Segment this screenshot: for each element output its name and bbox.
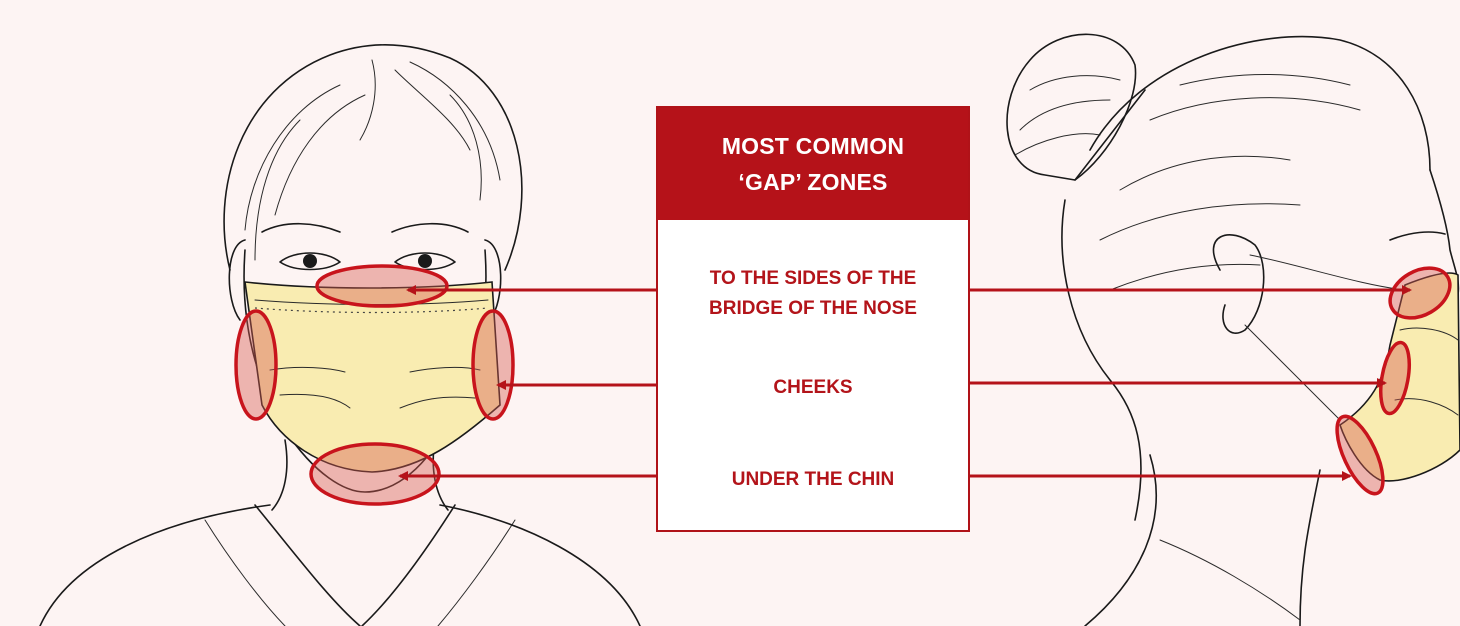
- zone-label-chin: UNDER THE CHIN: [658, 465, 968, 495]
- front-gap-cheek-left: [236, 311, 276, 419]
- zone-nose-line2: BRIDGE OF THE NOSE: [658, 294, 968, 324]
- zone-label-cheeks: CHEEKS: [658, 373, 968, 403]
- side-hair-bun: [1007, 34, 1136, 180]
- zone-nose-line1: TO THE SIDES OF THE: [658, 264, 968, 294]
- front-gap-cheek-right: [473, 311, 513, 419]
- legend-header: MOST COMMON ‘GAP’ ZONES: [658, 108, 968, 220]
- zone-label-nose: TO THE SIDES OF THE BRIDGE OF THE NOSE: [658, 264, 968, 324]
- gap-zones-legend: MOST COMMON ‘GAP’ ZONES TO THE SIDES OF …: [656, 106, 970, 532]
- front-pupil-right: [418, 254, 432, 268]
- front-eyebrow-right: [392, 224, 468, 232]
- legend-title-line1: MOST COMMON: [722, 128, 904, 164]
- front-neckline: [255, 505, 455, 626]
- side-profile-figure: [1007, 34, 1460, 626]
- front-gap-chin: [311, 444, 439, 504]
- front-eyebrow-left: [262, 224, 340, 232]
- front-face-figure: [40, 45, 640, 626]
- front-hair: [224, 45, 522, 270]
- front-pupil-left: [303, 254, 317, 268]
- zone-chin-line1: UNDER THE CHIN: [658, 465, 968, 495]
- side-head-outline: [1090, 37, 1430, 170]
- zone-cheeks-line1: CHEEKS: [658, 373, 968, 403]
- front-gap-nose: [317, 266, 447, 306]
- side-ear: [1213, 235, 1263, 333]
- legend-title-line2: ‘GAP’ ZONES: [738, 164, 887, 200]
